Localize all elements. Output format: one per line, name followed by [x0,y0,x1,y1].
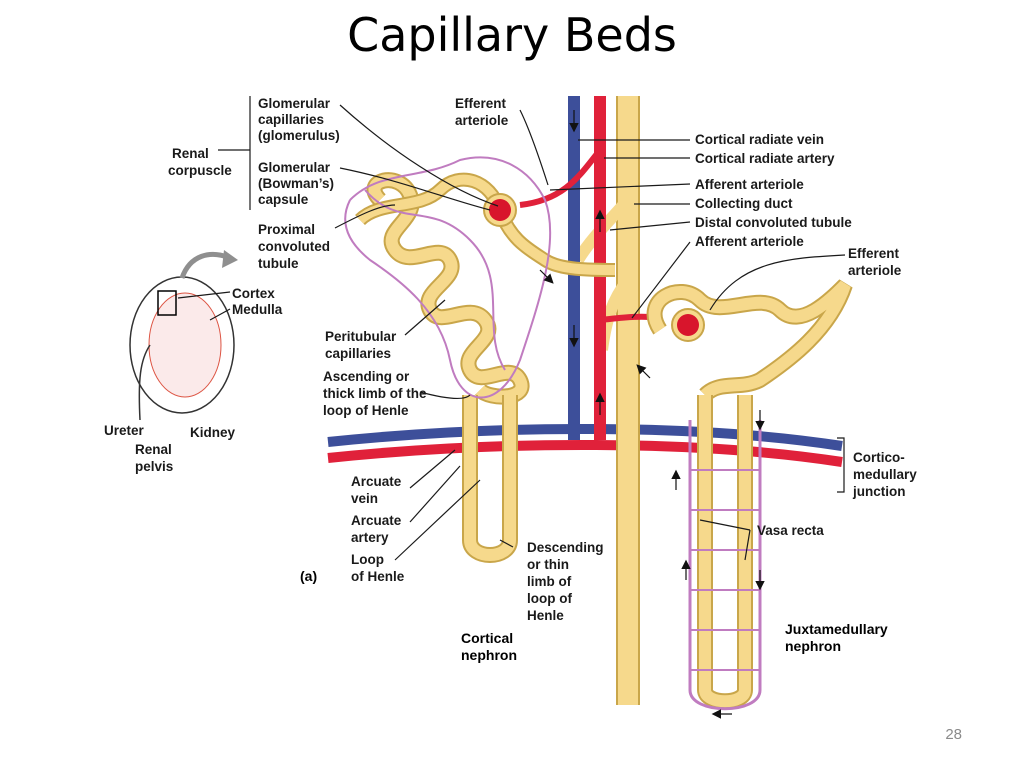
distal-tubule-label: Distal convoluted tubule [695,215,852,230]
proximal-tubule-label: Proximal convoluted tubule [258,222,334,271]
flow-arrows [539,110,765,719]
juxtamedullary-nephron-label: Juxtamedullary nephron [785,621,892,654]
afferent-arteriole-label-2: Afferent arteriole [695,234,804,249]
glomerular-capillaries-label: Glomerular capillaries (glomerulus) [258,96,340,143]
efferent-arteriole-right-label: Efferent arteriole [848,246,903,278]
cortical-nephron-label: Cortical nephron [461,630,517,663]
loop-of-henle-label: Loop of Henle [351,552,405,584]
renal-corpuscle-label: Renal corpuscle [168,146,232,178]
vasa-recta-label: Vasa recta [757,523,824,538]
peritubular-capillaries-label: Peritubular capillaries [325,329,400,361]
kidney-inset [129,250,238,421]
figure-letter: (a) [300,568,317,584]
cortex-label: Cortex [232,286,275,301]
glomerular-capsule-label: Glomerular (Bowman’s) capsule [258,160,338,207]
cortical-radiate-vein-label: Cortical radiate vein [695,132,824,147]
diagram-labels: Glomerular capillaries (glomerulus) Rena… [104,96,921,663]
arcuate-vessels [327,423,843,467]
arcuate-vein-label: Arcuate vein [351,474,405,506]
juxtamedullary-nephron [646,279,853,711]
medulla-label: Medulla [232,302,283,317]
slide-number: 28 [945,726,962,743]
efferent-arteriole-top-label: Efferent arteriole [455,96,510,128]
arcuate-artery-label: Arcuate artery [351,513,405,545]
cortical-radiate-artery-label: Cortical radiate artery [695,151,835,166]
kidney-label: Kidney [190,425,236,440]
afferent-arteriole-label-1: Afferent arteriole [695,177,804,192]
ascending-limb-label: Ascending or thick limb of the loop of H… [323,369,430,418]
cortical-nephron [344,156,616,563]
collecting-duct-label: Collecting duct [695,196,793,211]
descending-limb-label: Descending or thin limb of loop of Henle [527,540,607,623]
corticomedullary-junction-label: Cortico- medullary junction [852,450,921,499]
slide-title: Capillary Beds [347,8,677,62]
collecting-duct [572,96,640,705]
leader-lines [177,96,846,561]
ureter-label: Ureter [104,423,145,438]
renal-pelvis-label: Renal pelvis [135,442,176,474]
arcuate-artery [327,439,843,467]
